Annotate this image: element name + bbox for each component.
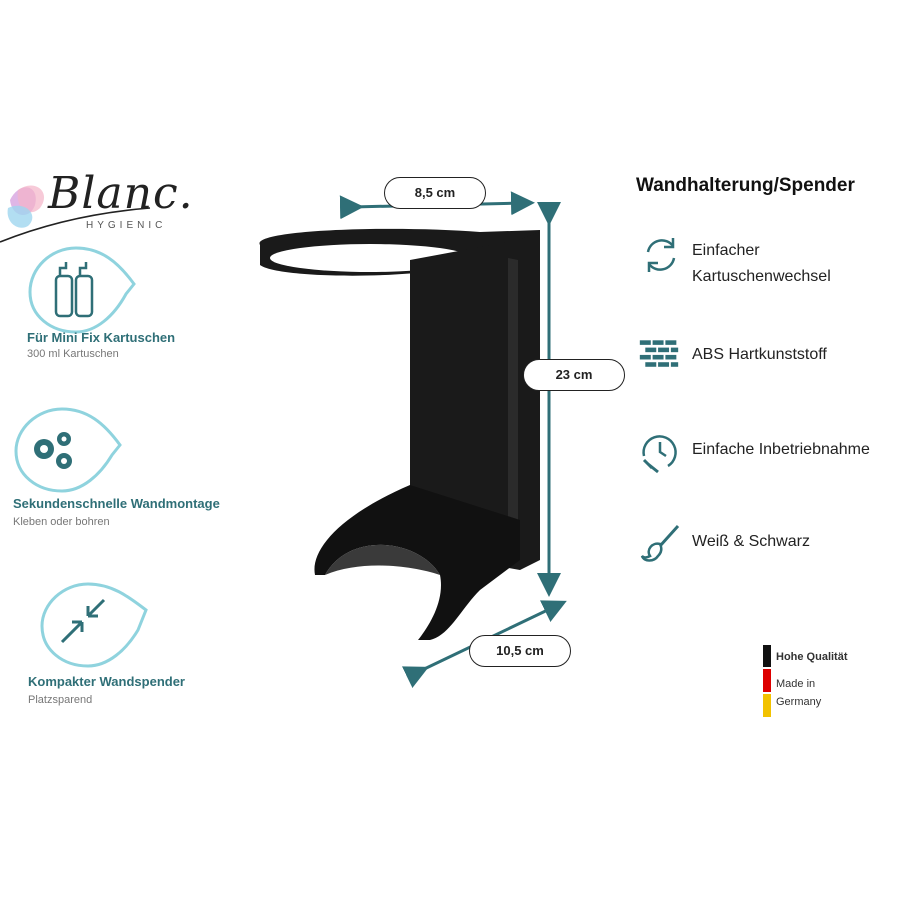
flag-red [763, 669, 771, 692]
feature-material: ABS Hartkunststoff [692, 346, 827, 363]
flag-gold [763, 694, 771, 717]
feature-subtitle-cartridges: 300 ml Kartuschen [27, 348, 119, 360]
made-in-label: Made in [776, 678, 816, 690]
brand-subtitle: HYGIENIC [86, 220, 167, 231]
feature-subtitle-compact: Platzsparend [28, 694, 93, 706]
feature-title-cartridges: Für Mini Fix Kartuschen [27, 330, 176, 345]
feature-colors: Weiß & Schwarz [692, 533, 810, 550]
brand-logo [0, 185, 151, 243]
product-wall-holder [259, 228, 540, 640]
dimension-width-label: 8,5 cm [384, 177, 486, 209]
gears-icon [14, 407, 122, 493]
refresh-icon [646, 238, 676, 272]
dimension-depth-label: 10,5 cm [469, 635, 571, 667]
flag-black [763, 645, 771, 667]
feature-title-compact: Kompakter Wandspender [28, 674, 185, 689]
quality-label: Hohe Qualität [776, 651, 848, 663]
bottles-icon [28, 246, 136, 334]
brand-name: Blanc. [48, 168, 194, 219]
bricks-icon [639, 340, 679, 367]
paintbrush-icon [640, 524, 680, 562]
germany-label: Germany [776, 696, 822, 708]
compress-arrows-icon [40, 582, 148, 668]
dimension-height-label: 23 cm [523, 359, 625, 391]
feature-refill: Einfacher Kartuschenwechsel [692, 242, 831, 285]
product-title: Wandhalterung/Spender [636, 175, 855, 196]
feature-subtitle-mounting: Kleben oder bohren [13, 516, 110, 528]
clock-screwdriver-icon [642, 435, 677, 474]
feature-setup: Einfache Inbetriebnahme [692, 441, 870, 458]
feature-title-mounting: Sekundenschnelle Wandmontage [13, 496, 220, 511]
